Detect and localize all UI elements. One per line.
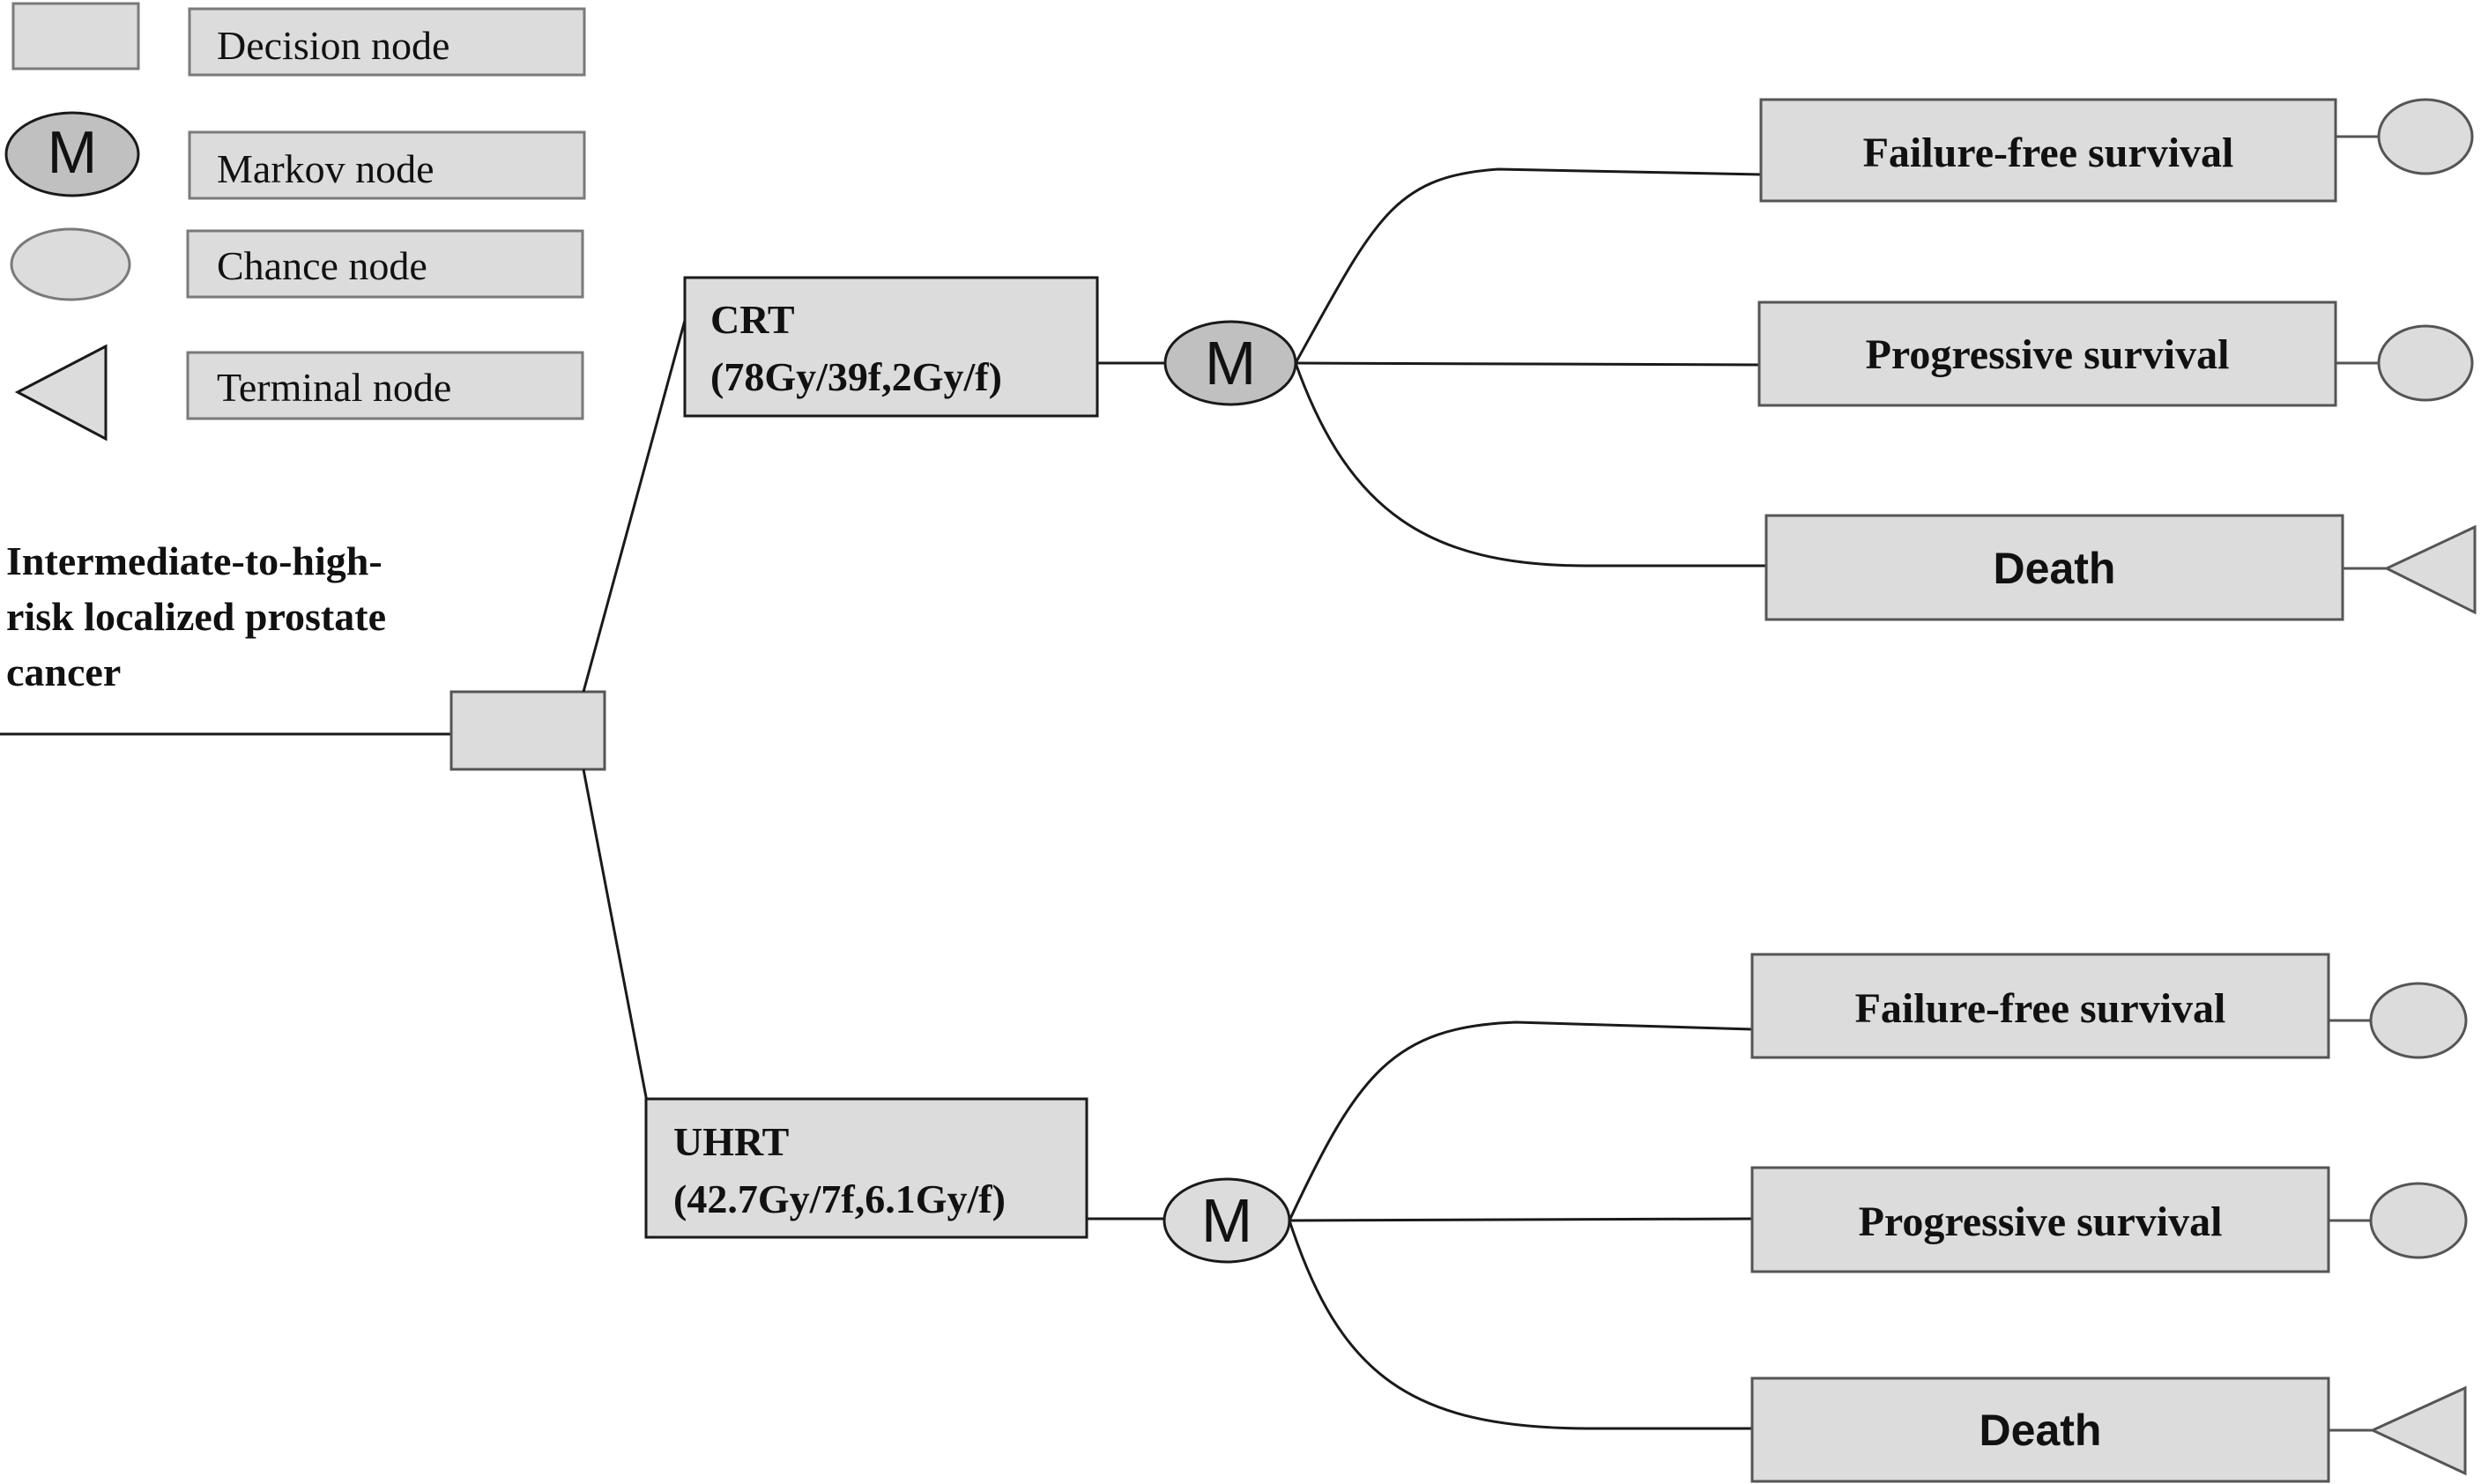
legend-decision-box <box>188 7 586 77</box>
terminal-node-crt-death <box>2383 524 2477 615</box>
state-box-uhrt-failure-free <box>1750 953 2330 1059</box>
root-label-line-2: risk localized prostate <box>6 594 386 639</box>
legend-markov-letter: M <box>48 119 98 186</box>
legend-markov-symbol <box>4 111 140 197</box>
state-uhrt-progressive-label: Progressive survival <box>1859 1198 2223 1245</box>
strategy-box-uhrt <box>644 1097 1088 1239</box>
strategy-uhrt-line-1: UHRT <box>673 1119 789 1164</box>
decision-node <box>449 690 606 771</box>
legend: Decision node M Markov node Chance node … <box>4 2 586 441</box>
branch-line-crt <box>582 316 687 693</box>
crt-path-death <box>1294 362 1766 568</box>
legend-chance-symbol <box>10 227 131 301</box>
markov-crt-letter: M <box>1205 329 1256 397</box>
legend-terminal-symbol <box>14 344 108 441</box>
legend-terminal-box <box>186 351 584 420</box>
branch-line-uhrt <box>582 768 649 1102</box>
crt-path-progressive <box>1295 361 1760 367</box>
uhrt-path-failure-free <box>1288 1020 1753 1221</box>
root-label-line-1: Intermediate-to-high- <box>6 538 383 583</box>
legend-terminal-label: Terminal node <box>217 365 451 410</box>
state-crt-progressive-label: Progressive survival <box>1866 331 2230 378</box>
strategy-branches <box>582 316 687 1102</box>
strategy-uhrt: UHRT (42.7Gy/7f,6.1Gy/f) M Failure-free … <box>644 953 2468 1483</box>
legend-markov-box <box>188 130 586 200</box>
markov-uhrt-letter: M <box>1201 1186 1252 1255</box>
crt-path-failure-free <box>1294 167 1762 364</box>
legend-decision-label: Decision node <box>217 23 449 68</box>
state-box-crt-progressive <box>1757 301 2337 407</box>
uhrt-path-progressive <box>1289 1217 1753 1222</box>
uhrt-path-death <box>1288 1220 1752 1430</box>
strategy-box-crt <box>683 276 1099 418</box>
state-uhrt-death-label: Death <box>1980 1406 2102 1455</box>
root-label-line-3: cancer <box>6 649 121 694</box>
strategy-crt: CRT (78Gy/39f,2Gy/f) M Failure-free surv… <box>683 98 2477 621</box>
legend-chance-label: Chance node <box>217 243 427 288</box>
legend-markov-label: Markov node <box>217 146 435 191</box>
chance-node-uhrt-failure-free <box>2369 982 2468 1059</box>
root-section: Intermediate-to-high- risk localized pro… <box>0 538 606 771</box>
terminal-node-uhrt-death <box>2369 1385 2467 1476</box>
legend-chance-box <box>186 229 584 299</box>
legend-decision-symbol <box>11 2 140 70</box>
state-uhrt-failure-free-label: Failure-free survival <box>1855 985 2226 1032</box>
strategy-crt-line-1: CRT <box>710 297 795 342</box>
chance-node-crt-progressive <box>2377 324 2474 402</box>
state-box-crt-failure-free <box>1759 98 2337 203</box>
state-crt-failure-free-label: Failure-free survival <box>1863 130 2234 176</box>
strategy-uhrt-line-2: (42.7Gy/7f,6.1Gy/f) <box>673 1176 1006 1221</box>
strategy-crt-line-2: (78Gy/39f,2Gy/f) <box>710 354 1002 399</box>
chance-node-crt-failure-free <box>2377 98 2474 175</box>
state-crt-death-label: Death <box>1994 544 2116 593</box>
chance-node-uhrt-progressive <box>2369 1182 2468 1259</box>
